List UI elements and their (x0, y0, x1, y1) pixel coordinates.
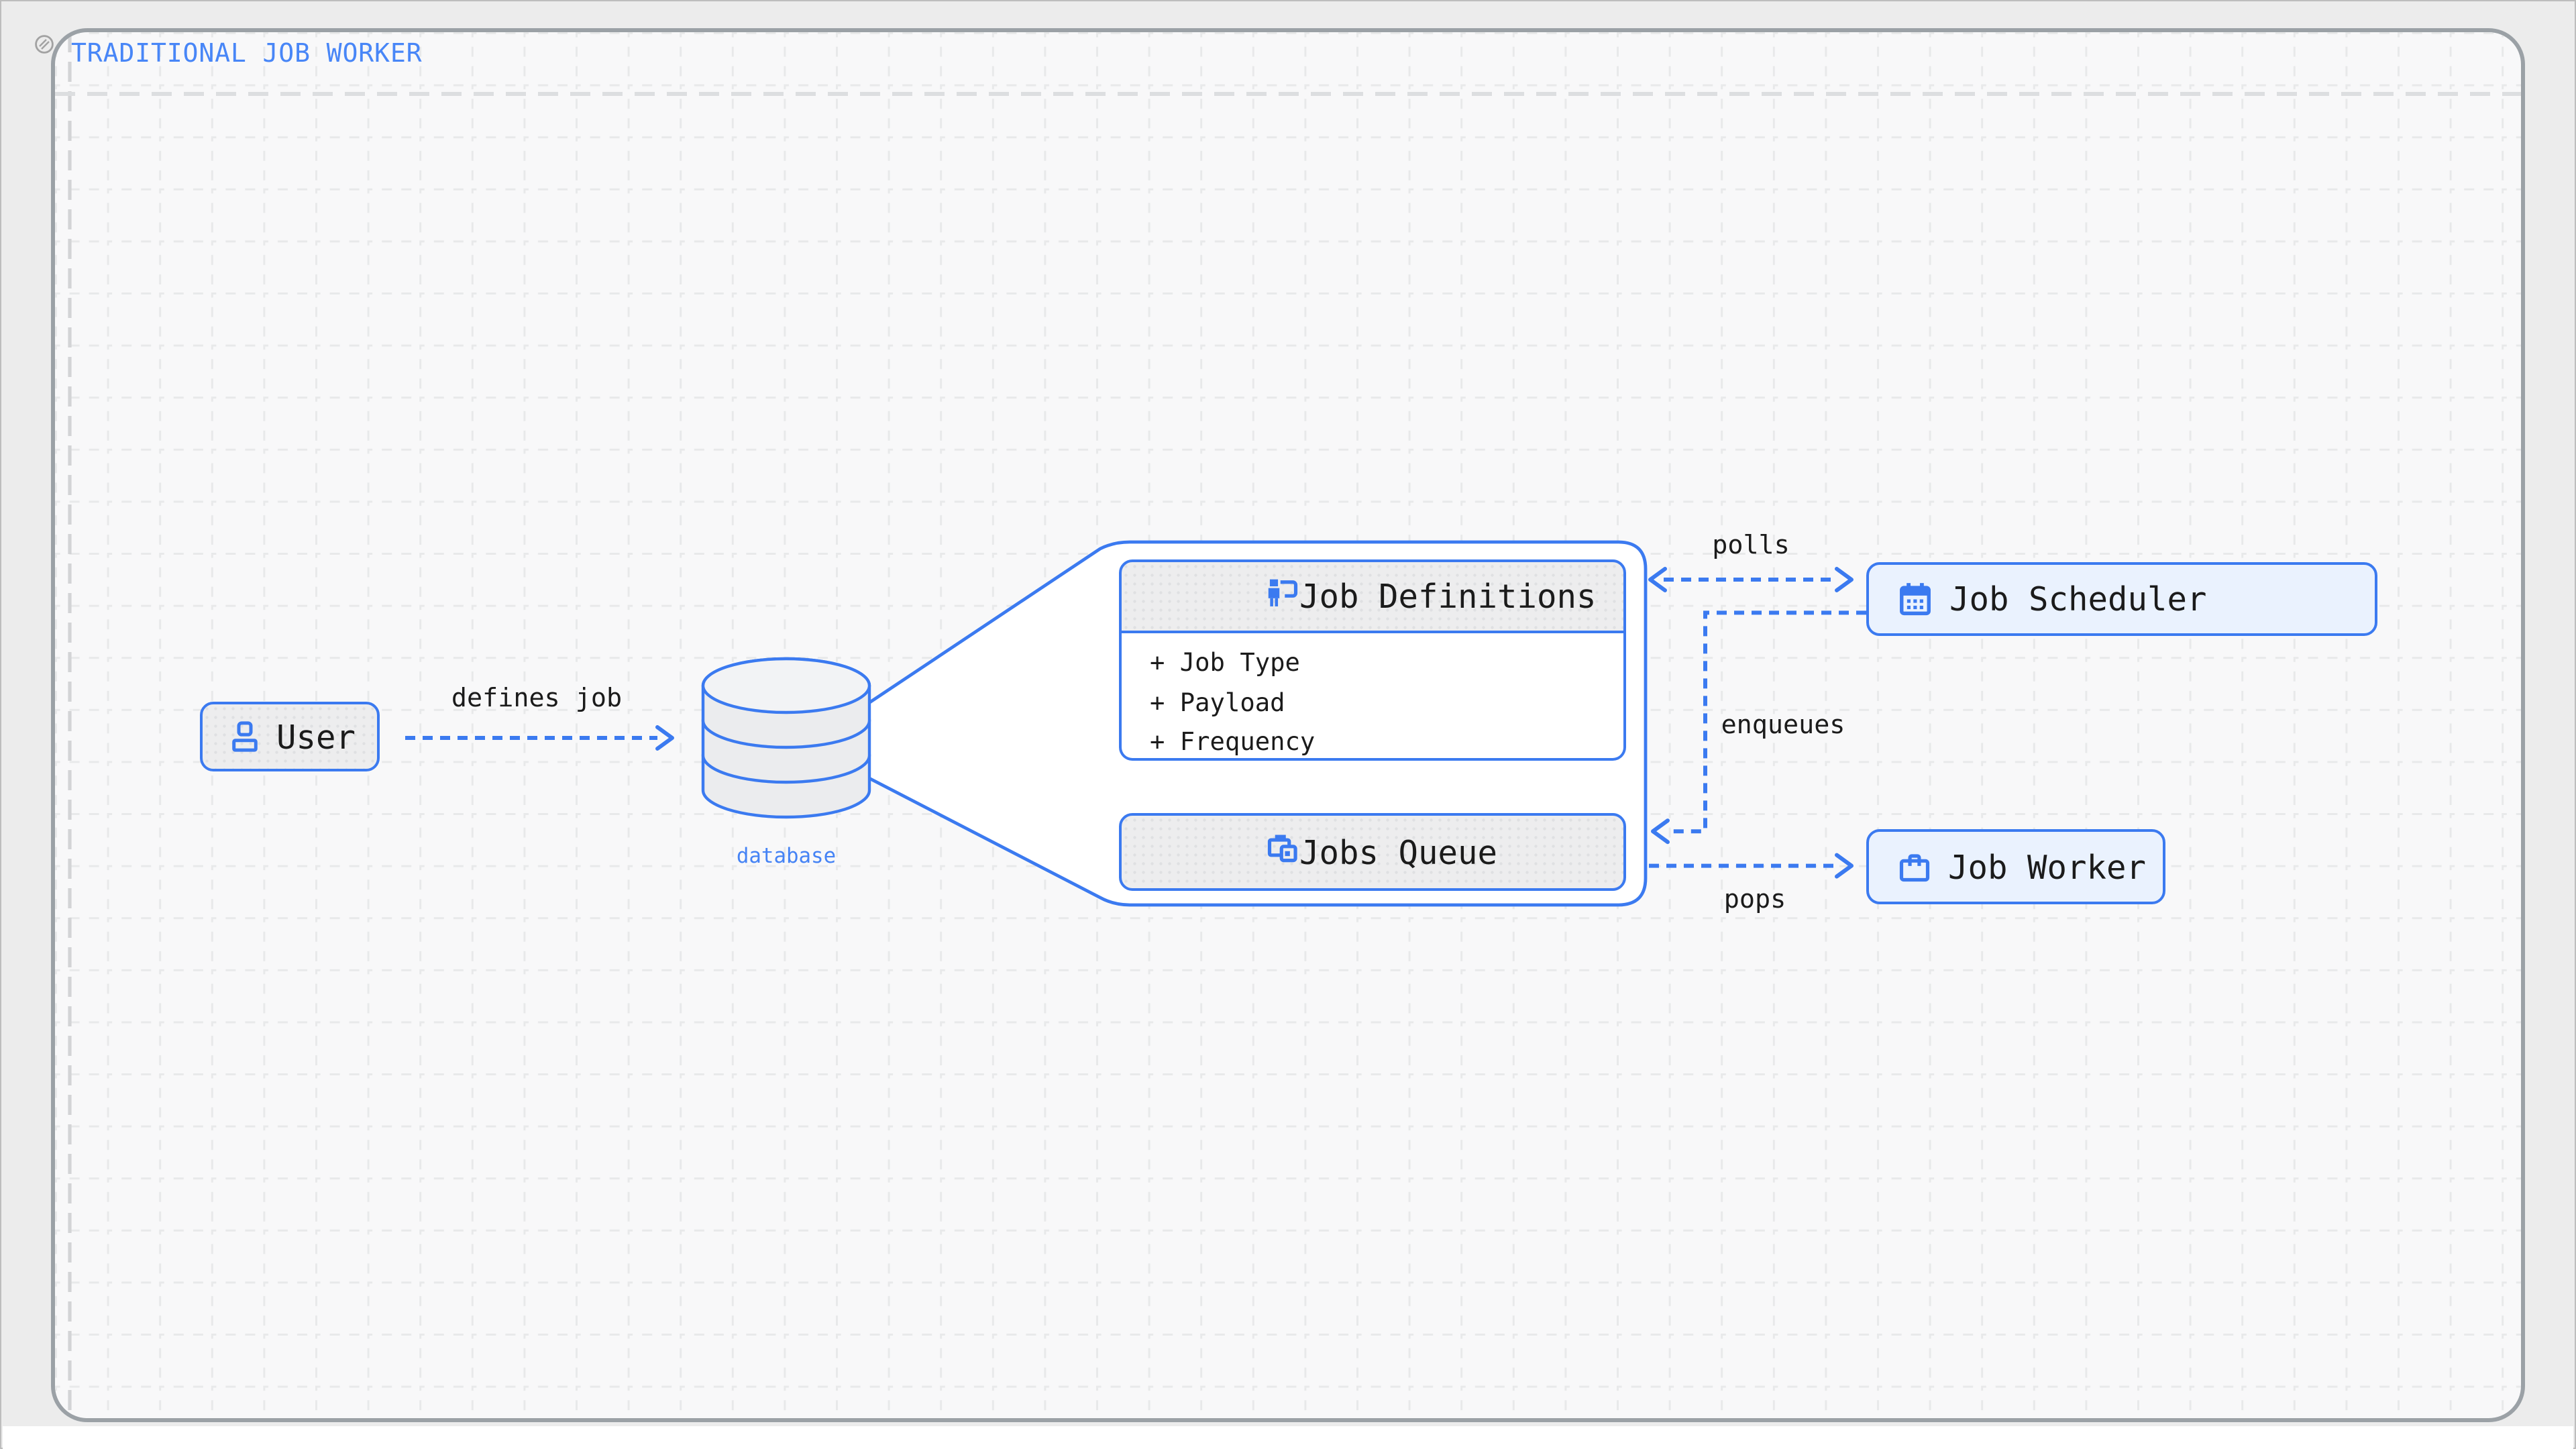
node-job-scheduler-label: Job Scheduler (1949, 580, 2207, 619)
edge-label-defines-job: defines job (451, 682, 623, 713)
node-user[interactable]: User (200, 702, 380, 771)
bottom-margin (3, 1426, 2573, 1449)
briefcase-icon (1897, 849, 1932, 884)
node-job-worker-label: Job Worker (1948, 847, 2147, 886)
edge-enqueues[interactable] (1651, 610, 1866, 845)
edge-label-enqueues: enqueues (1721, 709, 1845, 740)
node-job-definitions-body[interactable]: + Job Type + Payload + Frequency (1119, 633, 1626, 761)
frame-corner-handle-icon[interactable] (34, 34, 55, 55)
user-icon (229, 720, 260, 753)
node-job-definitions-header[interactable]: Job Definitions (1119, 559, 1626, 633)
canvas-frame (51, 28, 2525, 1422)
job-definition-field: + Job Type (1150, 649, 1300, 678)
page-title: TRADITIONAL JOB WORKER (71, 38, 423, 68)
edge-polls[interactable] (1648, 567, 1854, 592)
database-cylinder[interactable] (701, 657, 871, 819)
node-user-label: User (276, 717, 356, 756)
database-label: database (736, 844, 837, 868)
briefcase-clock-icon (1146, 792, 1299, 912)
job-definition-field: + Payload (1150, 689, 1285, 717)
edge-label-polls: polls (1712, 529, 1790, 560)
edge-defines-job[interactable] (405, 725, 674, 751)
edge-pops[interactable] (1649, 853, 1854, 879)
edge-label-pops: pops (1723, 883, 1786, 914)
node-jobs-queue-label: Jobs Queue (1299, 833, 1498, 871)
node-job-definitions-label: Job Definitions (1299, 577, 1597, 616)
node-jobs-queue[interactable]: Jobs Queue (1119, 813, 1626, 891)
presentation-person-icon (1146, 536, 1299, 657)
node-job-scheduler[interactable]: Job Scheduler (1866, 562, 2377, 636)
job-definition-field: + Frequency (1150, 729, 1316, 757)
calendar-icon (1897, 581, 1933, 617)
node-job-worker[interactable]: Job Worker (1866, 829, 2165, 904)
